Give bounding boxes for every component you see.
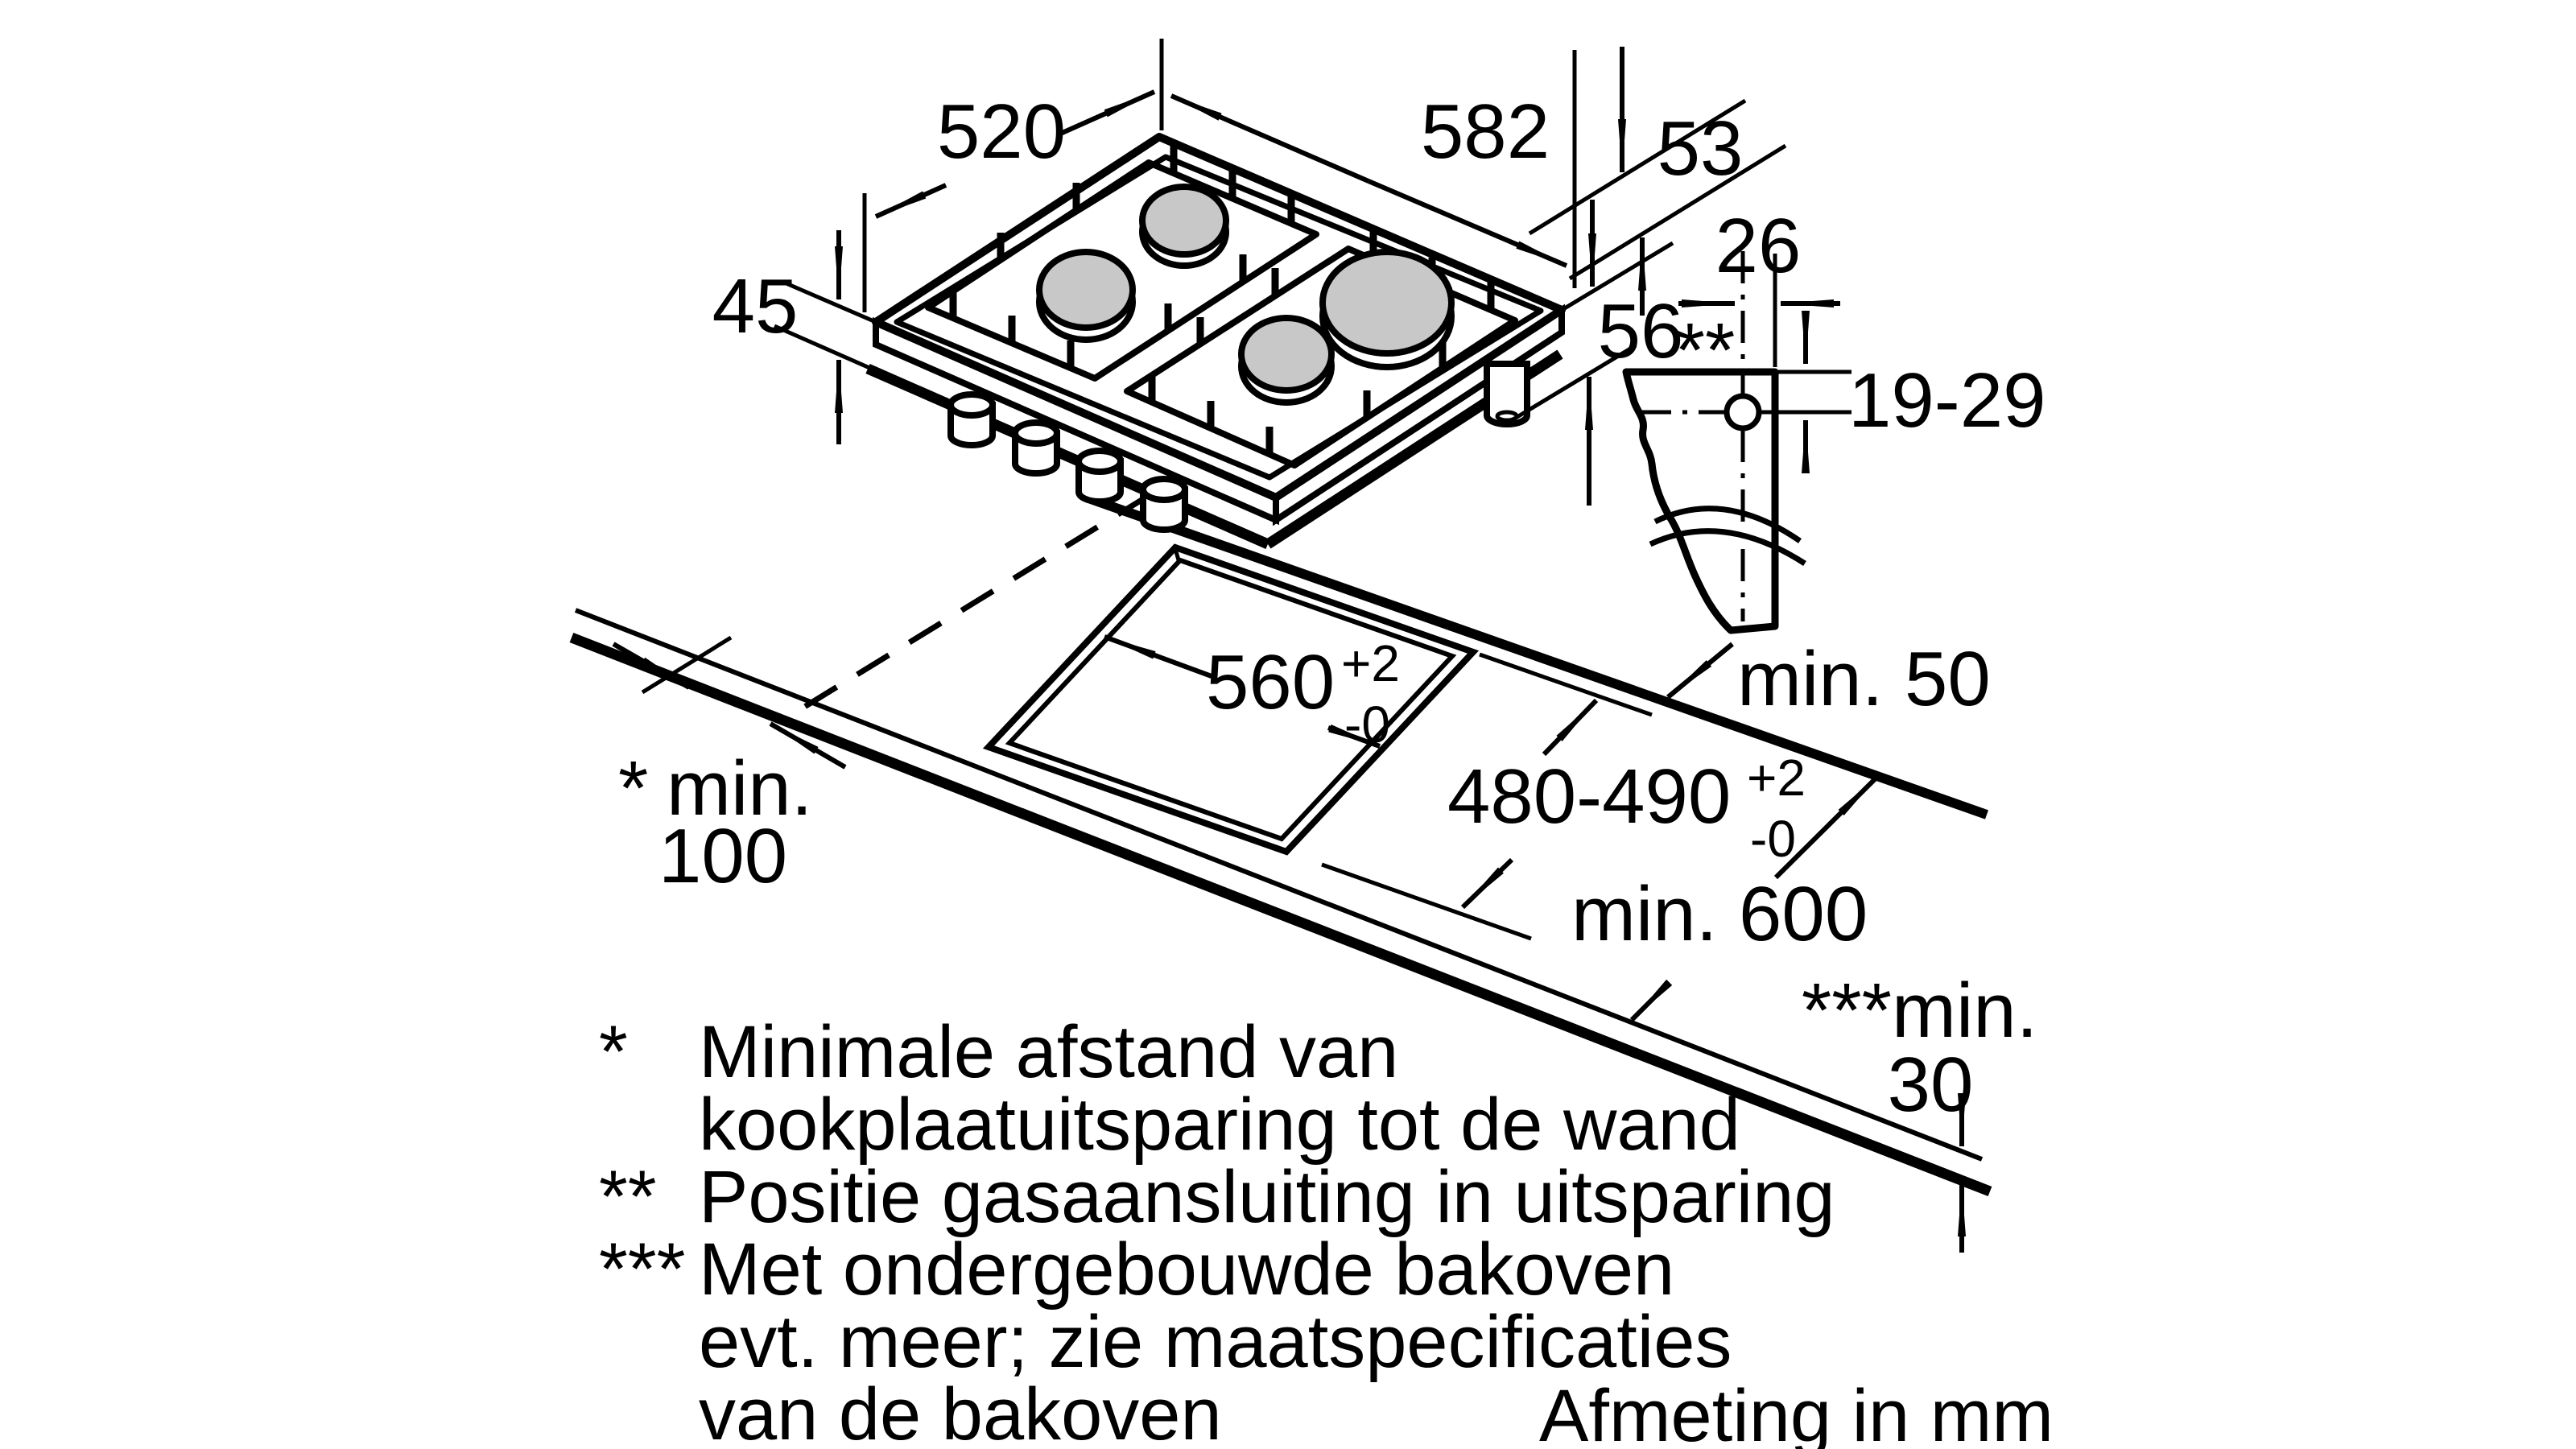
dim-560: 560 +2 -0 — [1103, 634, 1400, 753]
footnote-2-line-1: Positie gasaansluiting in uitsparing — [699, 1156, 1835, 1238]
side-clearance-marker: * — [618, 745, 648, 832]
dim-480-490: 480-490 +2 -0 — [1447, 698, 1806, 910]
dim-26: 26 ** — [1675, 203, 1840, 394]
cutout-depth-tol-down: -0 — [1750, 810, 1796, 868]
hob-depth-label: 520 — [937, 89, 1066, 175]
cutout-width-label: 560 — [1206, 639, 1335, 725]
hob-view — [865, 133, 1566, 549]
side-clearance-value: 100 — [658, 813, 787, 899]
burner-front-left — [1036, 249, 1136, 331]
footnote-1-line-1: Minimale afstand van — [699, 1011, 1398, 1093]
dim-53: 53 — [1528, 47, 1787, 316]
footnote-1-marker: * — [599, 1011, 628, 1093]
hob-connection-height-label: 56 — [1598, 288, 1684, 374]
gas-connection-hole — [1724, 393, 1762, 431]
hob-width-label: 582 — [1421, 89, 1550, 175]
cutout-width-tol-down: -0 — [1344, 696, 1390, 753]
dim-582: 582 — [1170, 89, 1568, 268]
gas-depth-range-label: 19-29 — [1848, 357, 2046, 444]
cutout-corner-tick — [1173, 548, 1182, 564]
hob-dimensions: 520 582 45 53 56 — [712, 39, 1787, 506]
gas-marker-label: ** — [1675, 308, 1736, 394]
dim-min-30: *** min. 30 — [1802, 968, 2037, 1253]
worktop-depth-label: min. 600 — [1571, 871, 1868, 957]
hob-body-height-label: 45 — [712, 263, 799, 349]
cutout-rear-edge-extension — [1479, 652, 1653, 717]
pan-support-fingers — [949, 146, 1495, 454]
gas-detail-profile — [1622, 368, 1779, 634]
side-clearance-label: min. — [667, 745, 812, 832]
footnote-2-marker: ** — [599, 1156, 657, 1238]
footnote-3-marker: *** — [599, 1228, 685, 1311]
cutout-outer — [982, 543, 1480, 856]
wall-line — [1089, 494, 1988, 819]
burner-rear-left — [1139, 184, 1229, 258]
burners — [1036, 184, 1455, 406]
cutout-front-edge-extension — [1321, 862, 1532, 941]
hob-top-height-label: 53 — [1657, 105, 1744, 192]
oven-clearance-marker: *** — [1802, 968, 1892, 1054]
rear-clearance-label: min. 50 — [1737, 636, 1991, 722]
profile-break-wave-1 — [1653, 506, 1802, 543]
projection-dashed-line — [783, 493, 1151, 721]
control-knobs — [947, 391, 1188, 533]
burner-rear-right — [1319, 249, 1455, 357]
dim-min-50: min. 50 — [1666, 636, 1991, 722]
dim-19-29: 19-29 — [1761, 311, 2046, 473]
oven-clearance-label: min. — [1892, 968, 2037, 1054]
burner-front-right — [1238, 315, 1335, 394]
units-label: Afmeting in mm — [1539, 1375, 2054, 1449]
gas-offset-label: 26 — [1715, 203, 1802, 289]
footnote-1-line-2: kookplaatuitsparing tot de wand — [699, 1084, 1740, 1166]
oven-clearance-value: 30 — [1888, 1042, 1974, 1128]
cutout-dimensions: 560 +2 -0 480-490 +2 -0 min. 50 * min. 1… — [612, 634, 2037, 1253]
gas-detail: 26 ** 19-29 — [1622, 203, 2046, 634]
dim-min-100: * min. 100 — [612, 642, 847, 899]
dim-min-600: min. 600 — [1571, 773, 1881, 1022]
cutout-width-tol-up: +2 — [1341, 634, 1400, 692]
dim-520: 520 — [874, 89, 1156, 219]
profile-break-wave-2 — [1649, 528, 1806, 566]
dim-45: 45 — [712, 230, 901, 444]
footnotes: * Minimale afstand van kookplaatuitspari… — [599, 1011, 2054, 1449]
cutout — [982, 543, 1480, 856]
cutout-depth-tol-up: +2 — [1747, 749, 1806, 807]
footnote-3-line-1: Met ondergebouwde bakoven — [699, 1228, 1674, 1311]
cutout-inner — [1005, 557, 1457, 842]
hob-bottom-silhouette-left — [865, 364, 1270, 549]
dim-56: 56 — [1510, 200, 1684, 506]
footnote-3-line-2: evt. meer; zie maatspecificaties — [699, 1301, 1732, 1383]
cutout-depth-label: 480-490 — [1447, 753, 1731, 840]
footnote-3-line-3: van de bakoven — [699, 1373, 1222, 1449]
